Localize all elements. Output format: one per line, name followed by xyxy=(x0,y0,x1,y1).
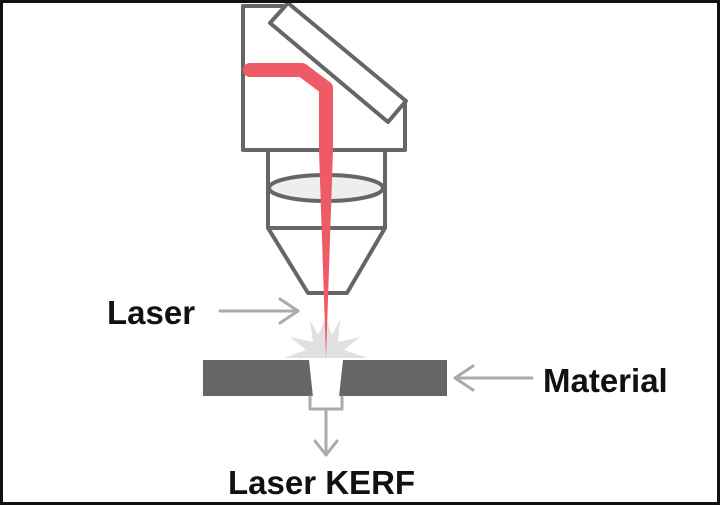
material-arrow xyxy=(453,364,534,392)
label-laser-kerf: Laser KERF xyxy=(228,464,416,501)
label-material: Material xyxy=(543,362,668,399)
kerf-arrow xyxy=(308,395,344,457)
mirror xyxy=(268,3,408,124)
laser-arrow xyxy=(218,297,300,325)
kerf-cut xyxy=(309,360,343,397)
laser-beam xyxy=(243,63,333,358)
material xyxy=(203,360,447,397)
nozzle xyxy=(266,226,387,295)
label-laser: Laser xyxy=(107,294,196,331)
head-housing xyxy=(241,4,407,152)
